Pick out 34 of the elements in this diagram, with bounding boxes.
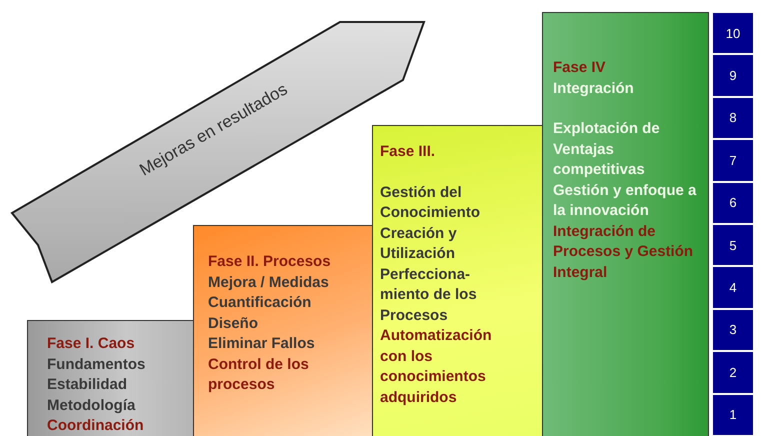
- phase-item: Coordinación: [47, 416, 145, 436]
- scale-level: 7: [712, 139, 754, 182]
- phase-item: Diseño: [208, 314, 260, 334]
- phase-title: Fase II. Procesos: [208, 252, 332, 272]
- phase-item: Gestión y enfoque a la innovación: [553, 180, 698, 221]
- phase-item: Perfecciona-miento de los Procesos: [380, 264, 478, 326]
- phase-item: Control de los procesos: [208, 354, 310, 395]
- phase-item: Estabilidad: [47, 375, 128, 395]
- scale-level: 3: [712, 308, 754, 352]
- phase-title: Fase III.: [380, 142, 436, 162]
- phase-box: [193, 225, 373, 436]
- phase-title: Fase IV: [553, 58, 607, 78]
- phase-item: Fundamentos: [47, 354, 146, 374]
- scale-level: 6: [712, 182, 754, 224]
- phase-item: Eliminar Fallos: [208, 334, 316, 354]
- phase-title: Fase I. Caos: [47, 334, 136, 354]
- phase-item: Metodología: [47, 396, 136, 416]
- phase-item: Creación y Utilización: [380, 224, 458, 264]
- scale-level: 4: [712, 266, 754, 309]
- phase-item: Explotación de Ventajas competitivas: [553, 119, 661, 180]
- scale-level: 5: [712, 224, 754, 266]
- scale-level: 2: [712, 351, 754, 394]
- phase-box: [542, 12, 709, 436]
- phase-item: Integración: [553, 78, 635, 98]
- phase-item: Automatización con los conocimientos adquiridos: [380, 326, 493, 408]
- scale-level: 1: [712, 394, 754, 436]
- phase-item: Integración de Procesos y Gestión Integral: [553, 222, 694, 282]
- scale-level: 10: [712, 12, 754, 54]
- phase-box: [27, 320, 194, 436]
- phase-item: Mejora / Medidas: [208, 272, 330, 292]
- scale-level: 8: [712, 96, 754, 140]
- phase-item: Cuantificación: [208, 293, 312, 313]
- phase-item: Gestión del Conocimiento: [380, 182, 481, 223]
- scale-level: 9: [712, 54, 754, 97]
